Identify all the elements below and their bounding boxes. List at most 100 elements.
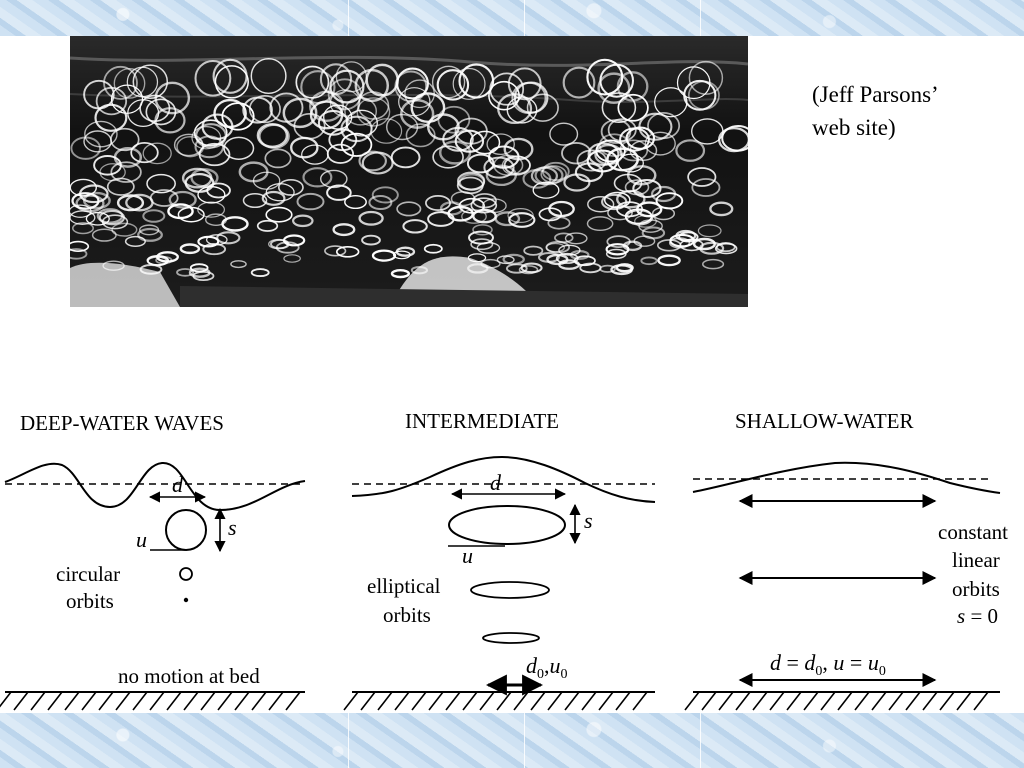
texture-seam [348, 713, 349, 768]
particle-orbit [506, 96, 538, 124]
hatch-stroke [149, 691, 165, 711]
hatch-stroke [445, 691, 461, 711]
shallow-bed-eq2: = [844, 650, 867, 675]
wave-orbit-diagram: DEEP-WATER WAVES d u s circular orbits n… [0, 409, 1008, 711]
particle-orbit [442, 126, 474, 152]
particle-orbit [564, 232, 588, 245]
particle-orbit [468, 230, 494, 245]
particle-orbit [679, 238, 704, 252]
particle-orbit [265, 206, 293, 223]
hatch-stroke [718, 691, 734, 711]
particle-orbit [493, 154, 524, 176]
deep-orbit-label-2: orbits [66, 589, 114, 613]
particle-orbit [138, 224, 160, 236]
photo-background [70, 36, 748, 307]
particle-orbit [625, 126, 656, 150]
hatch-stroke [632, 691, 648, 711]
particle-orbit [675, 139, 706, 162]
particle-orbit [358, 210, 384, 226]
hatch-stroke [411, 691, 427, 711]
hatch-stroke [547, 691, 563, 711]
particle-orbit [197, 235, 220, 248]
hatch-stroke [462, 691, 478, 711]
particle-orbit [607, 118, 637, 142]
particle-orbit [396, 201, 422, 217]
particle-orbit [214, 65, 249, 99]
particle-orbit [467, 263, 489, 274]
particle-orbit [309, 90, 345, 122]
particle-orbit [102, 260, 125, 271]
top-texture-band [0, 0, 1024, 36]
particle-orbit [511, 81, 547, 115]
hatch-stroke [285, 691, 301, 711]
particle-orbit [617, 93, 649, 122]
particle-orbit [371, 186, 399, 204]
particle-orbit [85, 211, 110, 226]
particle-orbit [561, 141, 592, 165]
particle-orbit [358, 150, 387, 172]
particle-orbit [640, 256, 658, 266]
shallow-water-title: SHALLOW-WATER [735, 409, 913, 433]
hatch-stroke [564, 691, 580, 711]
particle-orbit [84, 120, 118, 148]
particle-orbit [410, 92, 446, 124]
intermediate-u-label: u [462, 543, 473, 568]
hatch-stroke [530, 691, 546, 711]
particle-orbit [518, 265, 539, 275]
particle-orbit [70, 204, 92, 218]
shallow-s-var: s [957, 604, 965, 628]
hatch-stroke [0, 691, 12, 708]
particle-orbit [124, 235, 146, 247]
particle-orbit [657, 254, 681, 267]
particle-orbit [385, 113, 419, 141]
particle-orbit [717, 126, 748, 153]
particle-orbit [264, 148, 292, 169]
particle-orbit [132, 64, 169, 100]
particle-orbit [181, 167, 213, 189]
credit-line-1: (Jeff Parsons’ [812, 82, 939, 107]
particle-orbit [193, 119, 228, 147]
particle-orbit [436, 69, 470, 101]
deep-orbit-label-1: circular [56, 562, 120, 586]
hatch-stroke [115, 691, 131, 711]
particle-orbit [554, 232, 574, 244]
particle-orbit [432, 145, 464, 169]
particle-orbit [502, 253, 525, 266]
particle-orbit [142, 142, 172, 165]
particle-orbit [569, 249, 590, 261]
particle-orbit [75, 194, 105, 213]
particle-orbit [79, 184, 109, 204]
particle-orbit [395, 246, 416, 257]
particle-orbit [470, 197, 498, 214]
hatch-stroke [183, 691, 199, 711]
shallow-bed-sub2: 0 [879, 664, 886, 679]
particle-orbit [633, 235, 656, 247]
particle-orbit [574, 162, 604, 183]
particle-orbit [624, 208, 653, 225]
particle-orbit [130, 142, 159, 164]
particle-orbit [587, 142, 620, 167]
particle-orbit [356, 97, 391, 127]
particle-orbit [601, 92, 637, 123]
particle-orbit [597, 72, 631, 105]
deep-water-wave-surface [4, 461, 306, 512]
particle-orbit [586, 58, 624, 96]
credit-line-2: web site) [812, 115, 896, 140]
particle-orbit [586, 216, 614, 232]
photograph-drawing [70, 36, 748, 307]
particle-orbit [194, 59, 232, 97]
particle-orbit [526, 93, 559, 122]
hatch-stroke [47, 691, 63, 711]
hatch-stroke [871, 691, 887, 711]
particle-orbit [423, 243, 443, 254]
particle-orbit [470, 238, 494, 251]
particle-orbit [198, 142, 231, 167]
shallow-bed-equation: d = d0, u = u0 [770, 650, 886, 679]
particle-orbit [269, 92, 304, 123]
hatch-stroke [820, 691, 836, 711]
particle-orbit [488, 80, 520, 111]
deep-water-title: DEEP-WATER WAVES [20, 411, 224, 435]
photo-credit: (Jeff Parsons’ web site) [812, 78, 1012, 144]
hatch-stroke [752, 691, 768, 711]
particle-orbit [487, 145, 520, 169]
